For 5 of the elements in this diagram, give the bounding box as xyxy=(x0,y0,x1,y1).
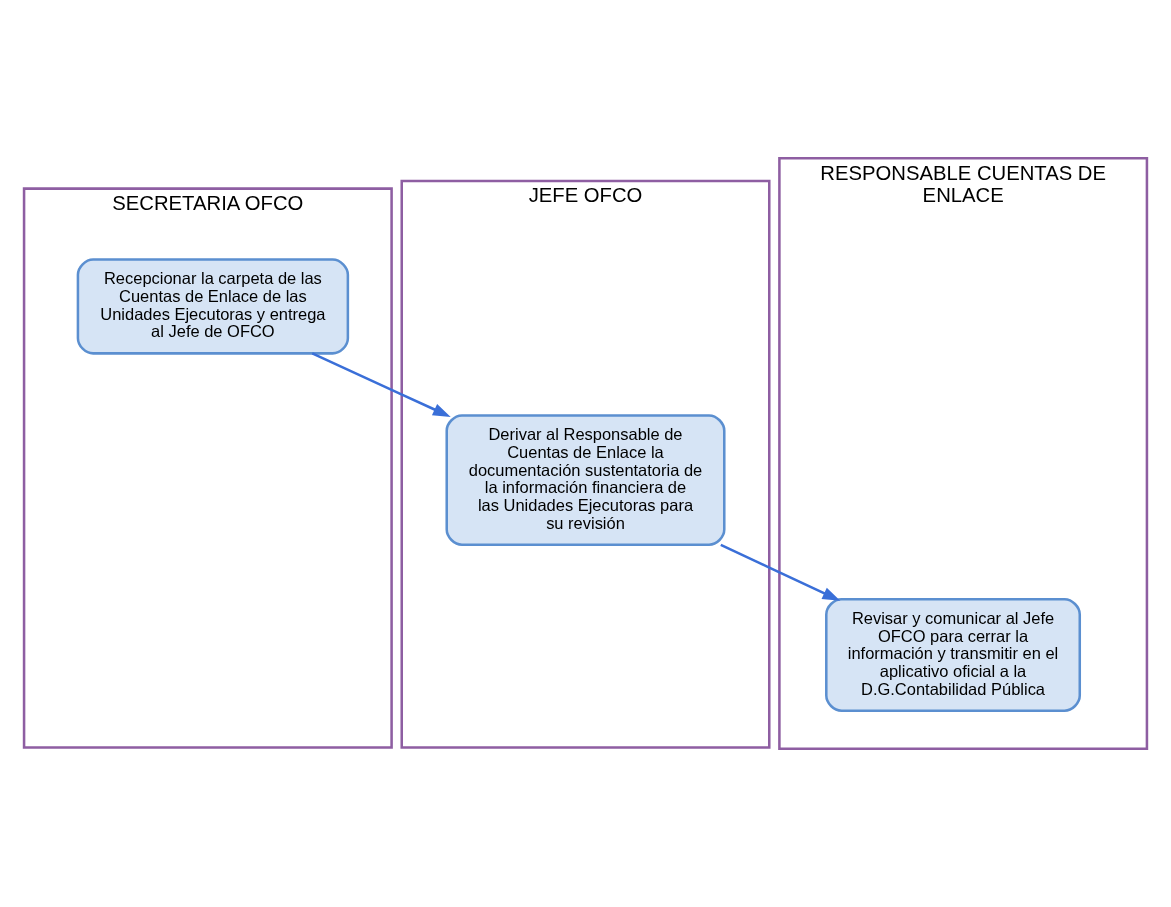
arrow xyxy=(311,352,451,417)
arrow xyxy=(720,543,841,601)
node-box: Revisar y comunicar al Jefe OFCO para cerrar la información y transmitir en el aplicativo oficial a la D.G.Contabilidad Pública xyxy=(825,597,1082,713)
node-box: Derivar al Responsable de Cuentas de Enlace la documentación sustentatoria de la información financiera de las Unidades Ejecutoras para su revisión xyxy=(445,414,726,546)
node-box: Recepcionar la carpeta de las Cuentas de Enlace de las Unidades Ejecutoras y entrega al Jefe de OFCO xyxy=(76,258,350,355)
